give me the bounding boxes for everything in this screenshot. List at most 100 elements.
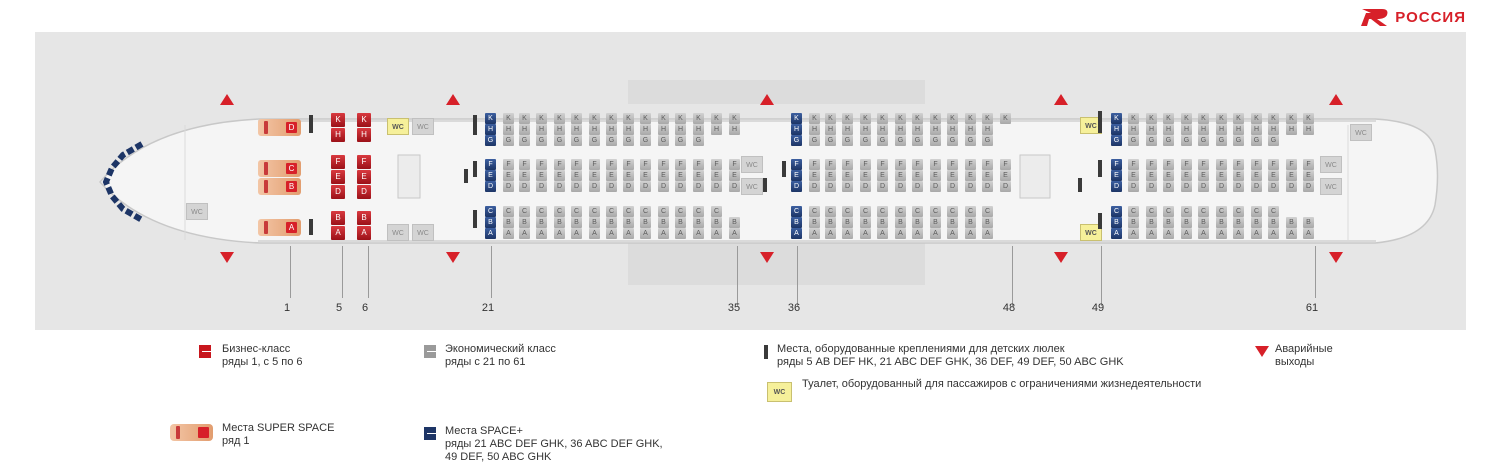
seat-37K[interactable]: K <box>809 113 820 124</box>
seat-47D[interactable]: D <box>982 181 993 192</box>
seat-33D[interactable]: D <box>693 181 704 192</box>
seat-6A[interactable]: A <box>357 226 371 240</box>
seat-50B[interactable]: B <box>1128 217 1139 228</box>
seat-58E[interactable]: E <box>1268 170 1279 181</box>
seat-44H[interactable]: H <box>930 124 941 135</box>
seat-47K[interactable]: K <box>982 113 993 124</box>
seat-28C[interactable]: C <box>606 206 617 217</box>
seat-51K[interactable]: K <box>1146 113 1157 124</box>
seat-48E[interactable]: E <box>1000 170 1011 181</box>
seat-60K[interactable]: K <box>1303 113 1314 124</box>
seat-37C[interactable]: C <box>809 206 820 217</box>
seat-25F[interactable]: F <box>554 159 565 170</box>
seat-55C[interactable]: C <box>1216 206 1227 217</box>
seat-45B[interactable]: B <box>947 217 958 228</box>
seat-28H[interactable]: H <box>606 124 617 135</box>
seat-51C[interactable]: C <box>1146 206 1157 217</box>
seat-22G[interactable]: G <box>503 135 514 146</box>
seat-30H[interactable]: H <box>640 124 651 135</box>
seat-53B[interactable]: B <box>1181 217 1192 228</box>
seat-5A[interactable]: A <box>331 226 345 240</box>
seat-59A[interactable]: A <box>1286 228 1297 239</box>
seat-60B[interactable]: B <box>1303 217 1314 228</box>
seat-52D[interactable]: D <box>1163 181 1174 192</box>
seat-42B[interactable]: B <box>895 217 906 228</box>
seat-25B[interactable]: B <box>554 217 565 228</box>
seat-37B[interactable]: B <box>809 217 820 228</box>
seat-52E[interactable]: E <box>1163 170 1174 181</box>
seat-40C[interactable]: C <box>860 206 871 217</box>
seat-30K[interactable]: K <box>640 113 651 124</box>
seat-34D[interactable]: D <box>711 181 722 192</box>
seat-45G[interactable]: G <box>947 135 958 146</box>
seat-54B[interactable]: B <box>1198 217 1209 228</box>
seat-46D[interactable]: D <box>965 181 976 192</box>
seat-27G[interactable]: G <box>589 135 600 146</box>
seat-50C[interactable]: C <box>1128 206 1139 217</box>
seat-58D[interactable]: D <box>1268 181 1279 192</box>
seat-33B[interactable]: B <box>693 217 704 228</box>
seat-54D[interactable]: D <box>1198 181 1209 192</box>
seat-32D[interactable]: D <box>675 181 686 192</box>
seat-56B[interactable]: B <box>1233 217 1244 228</box>
seat-44C[interactable]: C <box>930 206 941 217</box>
seat-21A[interactable]: A <box>485 228 496 239</box>
seat-36F[interactable]: F <box>791 159 802 170</box>
seat-46E[interactable]: E <box>965 170 976 181</box>
seat-56K[interactable]: K <box>1233 113 1244 124</box>
seat-31A[interactable]: A <box>658 228 669 239</box>
seat-55K[interactable]: K <box>1216 113 1227 124</box>
seat-57F[interactable]: F <box>1251 159 1262 170</box>
seat-57G[interactable]: G <box>1251 135 1262 146</box>
seat-1C[interactable]: C <box>258 160 301 177</box>
seat-56F[interactable]: F <box>1233 159 1244 170</box>
seat-36A[interactable]: A <box>791 228 802 239</box>
seat-36E[interactable]: E <box>791 170 802 181</box>
seat-59K[interactable]: K <box>1286 113 1297 124</box>
seat-5D[interactable]: D <box>331 185 345 199</box>
seat-49C[interactable]: C <box>1111 206 1122 217</box>
seat-30F[interactable]: F <box>640 159 651 170</box>
seat-39E[interactable]: E <box>842 170 853 181</box>
seat-36G[interactable]: G <box>791 135 802 146</box>
seat-54C[interactable]: C <box>1198 206 1209 217</box>
seat-37G[interactable]: G <box>809 135 820 146</box>
seat-28E[interactable]: E <box>606 170 617 181</box>
seat-58C[interactable]: C <box>1268 206 1279 217</box>
seat-23C[interactable]: C <box>519 206 530 217</box>
seat-25D[interactable]: D <box>554 181 565 192</box>
seat-46B[interactable]: B <box>965 217 976 228</box>
seat-56C[interactable]: C <box>1233 206 1244 217</box>
seat-28G[interactable]: G <box>606 135 617 146</box>
seat-49H[interactable]: H <box>1111 124 1122 135</box>
seat-33F[interactable]: F <box>693 159 704 170</box>
seat-27A[interactable]: A <box>589 228 600 239</box>
seat-45H[interactable]: H <box>947 124 958 135</box>
seat-54G[interactable]: G <box>1198 135 1209 146</box>
seat-60A[interactable]: A <box>1303 228 1314 239</box>
seat-35H[interactable]: H <box>729 124 740 135</box>
seat-38D[interactable]: D <box>825 181 836 192</box>
seat-29E[interactable]: E <box>623 170 634 181</box>
seat-23H[interactable]: H <box>519 124 530 135</box>
seat-30A[interactable]: A <box>640 228 651 239</box>
seat-45D[interactable]: D <box>947 181 958 192</box>
seat-43H[interactable]: H <box>912 124 923 135</box>
seat-31D[interactable]: D <box>658 181 669 192</box>
seat-49D[interactable]: D <box>1111 181 1122 192</box>
seat-57K[interactable]: K <box>1251 113 1262 124</box>
seat-32E[interactable]: E <box>675 170 686 181</box>
seat-54A[interactable]: A <box>1198 228 1209 239</box>
seat-43C[interactable]: C <box>912 206 923 217</box>
seat-58G[interactable]: G <box>1268 135 1279 146</box>
seat-41G[interactable]: G <box>877 135 888 146</box>
seat-57H[interactable]: H <box>1251 124 1262 135</box>
seat-49B[interactable]: B <box>1111 217 1122 228</box>
seat-28B[interactable]: B <box>606 217 617 228</box>
seat-43F[interactable]: F <box>912 159 923 170</box>
seat-24B[interactable]: B <box>536 217 547 228</box>
seat-56D[interactable]: D <box>1233 181 1244 192</box>
seat-57E[interactable]: E <box>1251 170 1262 181</box>
seat-22F[interactable]: F <box>503 159 514 170</box>
seat-32B[interactable]: B <box>675 217 686 228</box>
